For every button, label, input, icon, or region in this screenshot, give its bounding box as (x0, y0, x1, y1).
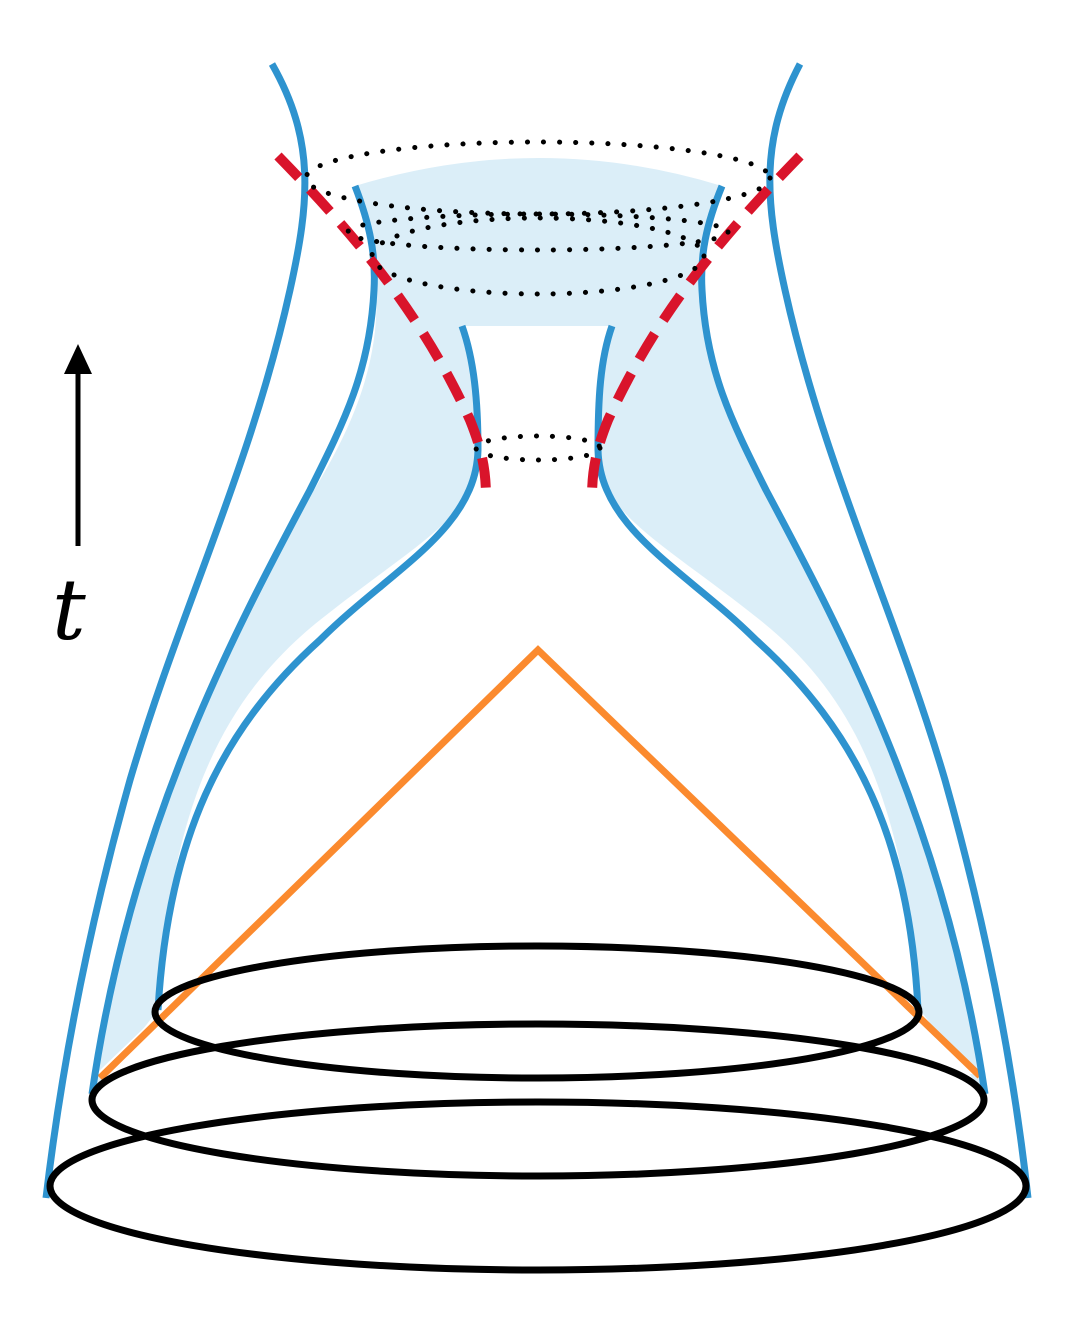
time-axis-label: t (52, 561, 86, 659)
dotted-loop-middle-upper (345, 211, 731, 253)
ellipse-outer (46, 1098, 1030, 1274)
red-dashed-left (274, 152, 491, 499)
time-arrow-head (64, 344, 92, 374)
outer-right-curve (766, 62, 1032, 1199)
inner-right-curve (594, 324, 922, 1011)
light-cone-edge (97, 645, 983, 1081)
inner-left-curve (154, 324, 482, 1011)
ellipse-middle (88, 1020, 988, 1180)
red-dashed-right (587, 152, 804, 499)
light-cone-interior (96, 650, 980, 1074)
dotted-loop-middle-lower (369, 215, 707, 297)
dotted-loop-small (473, 433, 603, 463)
outer-left-curve (42, 62, 309, 1199)
ellipse-inner (151, 942, 923, 1082)
shaded-region (92, 158, 985, 1094)
